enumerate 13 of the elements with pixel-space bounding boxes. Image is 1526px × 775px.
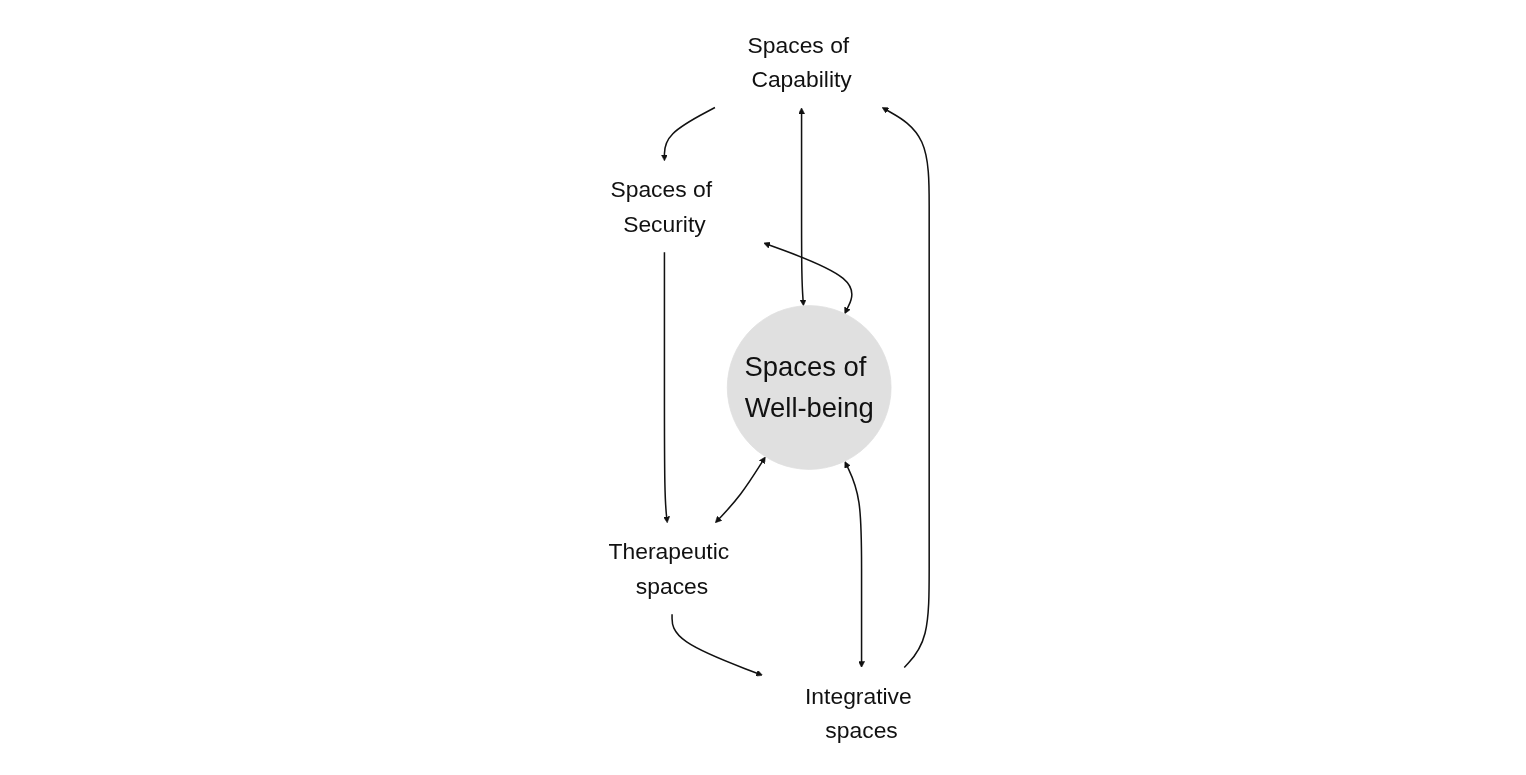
node-text: Therapeutic spaces [608, 538, 730, 599]
node-text: Spaces of Capability [747, 32, 852, 92]
arrow [663, 251, 670, 524]
arrow [844, 461, 865, 668]
arrow [671, 613, 763, 677]
arrow [661, 106, 716, 162]
node-circle: Spaces of Well-being [726, 305, 892, 470]
arrow [763, 241, 853, 315]
arrow [881, 107, 930, 669]
node-text: Integrative spaces [805, 683, 912, 743]
arrow [715, 456, 766, 524]
arrow [798, 107, 807, 307]
node-text: Spaces of Security [610, 176, 713, 237]
